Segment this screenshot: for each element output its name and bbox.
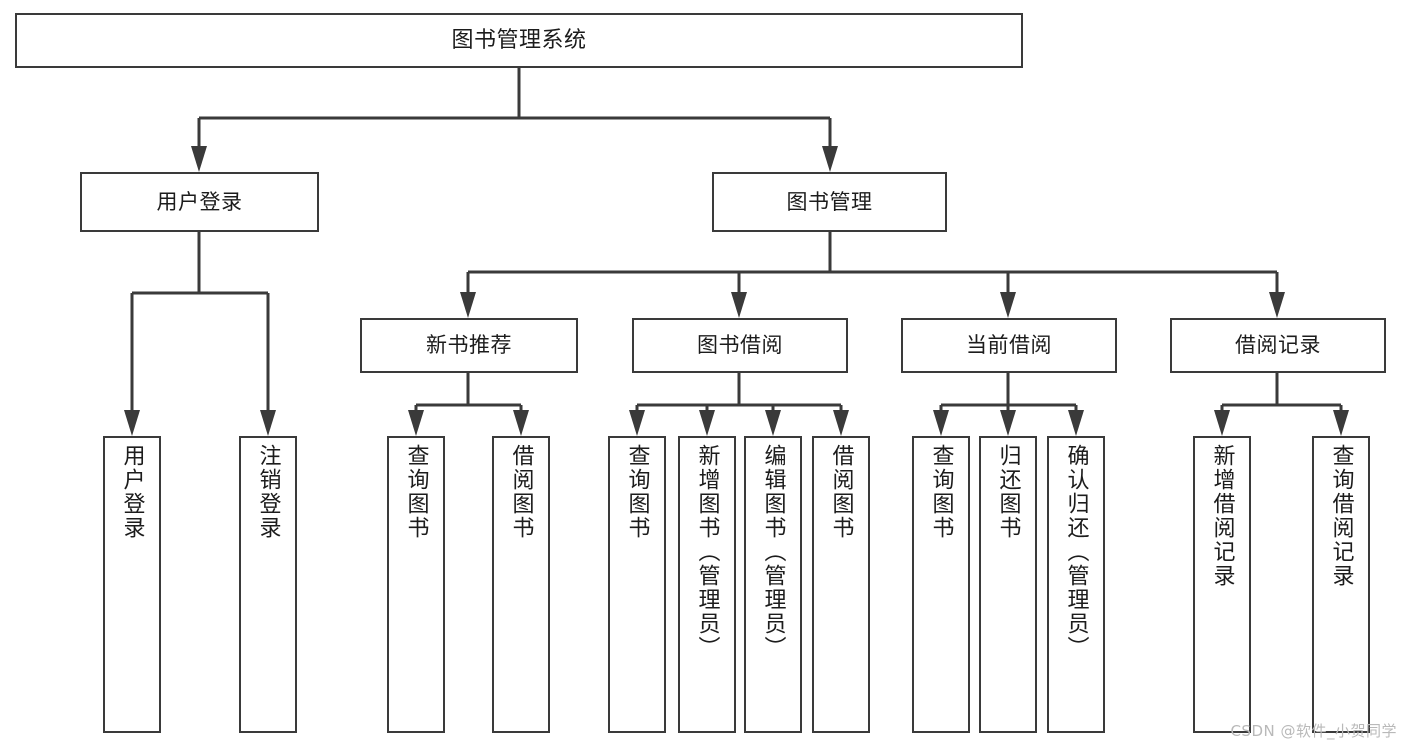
leaf-logout[interactable]: 注销登录 <box>239 436 297 733</box>
node-label: 当前借阅 <box>966 333 1052 358</box>
node-label: 新书推荐 <box>426 333 512 358</box>
node-label: 确认归还（管理员） <box>1063 444 1089 660</box>
node-current-borrow[interactable]: 当前借阅 <box>901 318 1117 373</box>
leaf-query-book-recommend[interactable]: 查询图书 <box>387 436 445 733</box>
leaf-return-book[interactable]: 归还图书 <box>979 436 1037 733</box>
watermark-text: CSDN @软件_小贺同学 <box>1230 722 1397 740</box>
leaf-borrow-book[interactable]: 借阅图书 <box>812 436 870 733</box>
node-label: 新增图书（管理员） <box>694 444 720 660</box>
leaf-confirm-return-admin[interactable]: 确认归还（管理员） <box>1047 436 1105 733</box>
node-label: 新增借阅记录 <box>1209 444 1235 588</box>
node-label: 借阅图书 <box>508 444 534 540</box>
node-user-login[interactable]: 用户登录 <box>80 172 319 232</box>
node-new-book-recommend[interactable]: 新书推荐 <box>360 318 578 373</box>
node-label: 查询图书 <box>928 444 954 540</box>
leaf-query-book-borrow[interactable]: 查询图书 <box>608 436 666 733</box>
node-label: 查询图书 <box>403 444 429 540</box>
leaf-borrow-book-recommend[interactable]: 借阅图书 <box>492 436 550 733</box>
node-label: 用户登录 <box>119 444 145 540</box>
node-borrow-record[interactable]: 借阅记录 <box>1170 318 1386 373</box>
leaf-query-book-current[interactable]: 查询图书 <box>912 436 970 733</box>
node-label: 用户登录 <box>156 189 243 214</box>
node-label: 查询图书 <box>624 444 650 540</box>
node-label: 图书管理 <box>786 189 873 214</box>
node-label: 图书管理系统 <box>451 27 587 53</box>
node-label: 图书借阅 <box>697 333 783 358</box>
leaf-edit-book-admin[interactable]: 编辑图书（管理员） <box>744 436 802 733</box>
node-book-borrow[interactable]: 图书借阅 <box>632 318 848 373</box>
node-label: 借阅记录 <box>1235 333 1321 358</box>
leaf-query-borrow-record[interactable]: 查询借阅记录 <box>1312 436 1370 733</box>
leaf-add-borrow-record[interactable]: 新增借阅记录 <box>1193 436 1251 733</box>
node-label: 查询借阅记录 <box>1328 444 1354 588</box>
node-label: 注销登录 <box>255 444 281 540</box>
node-label: 归还图书 <box>995 444 1021 540</box>
leaf-add-book-admin[interactable]: 新增图书（管理员） <box>678 436 736 733</box>
node-label: 编辑图书（管理员） <box>760 444 786 660</box>
node-book-management[interactable]: 图书管理 <box>712 172 947 232</box>
node-root-system[interactable]: 图书管理系统 <box>15 13 1023 68</box>
leaf-user-login[interactable]: 用户登录 <box>103 436 161 733</box>
node-label: 借阅图书 <box>828 444 854 540</box>
